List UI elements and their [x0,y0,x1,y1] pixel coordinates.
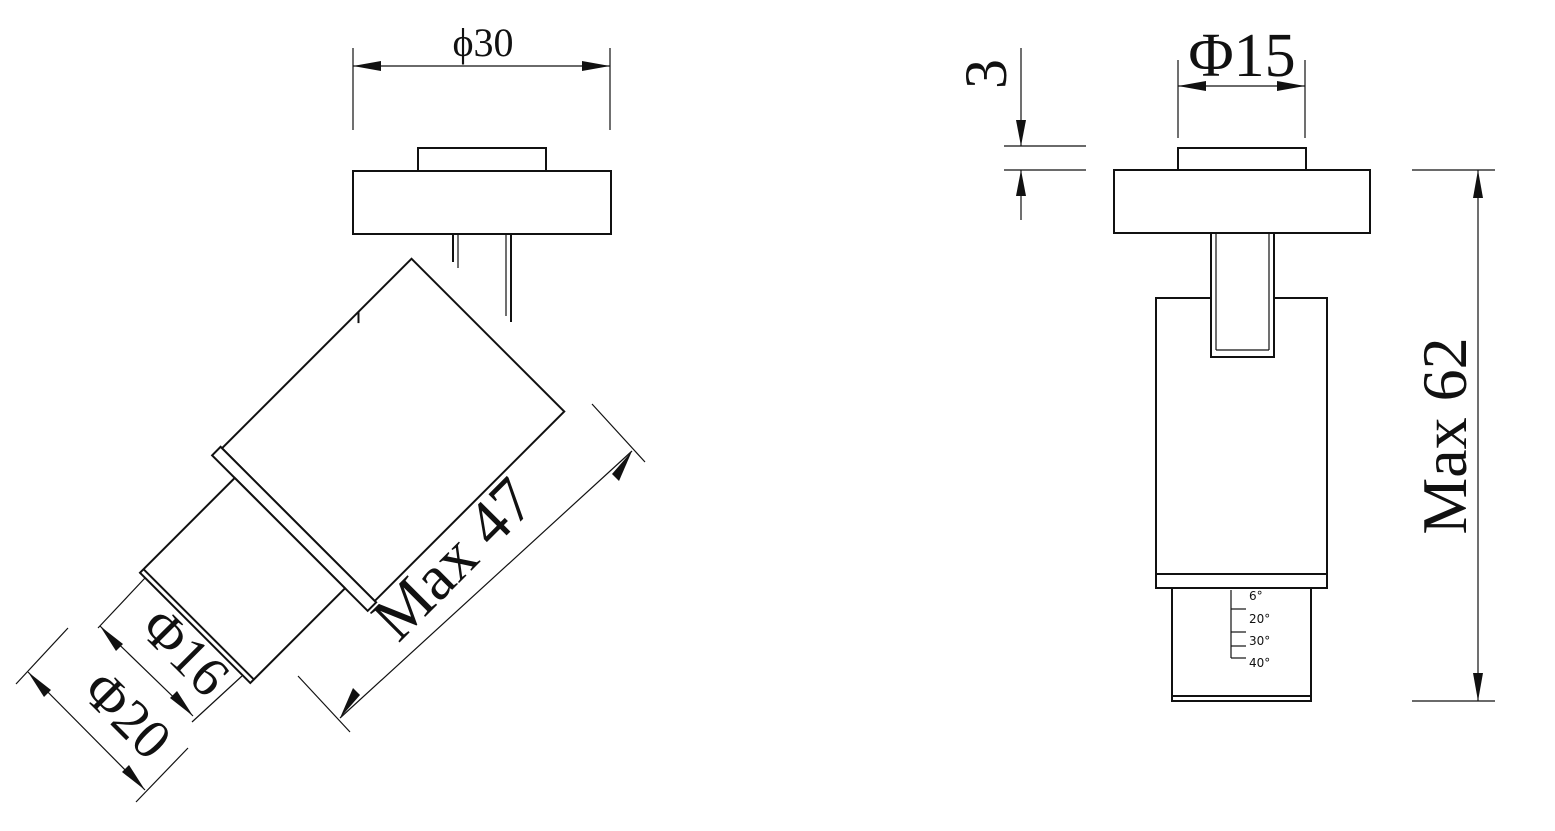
dim47-line [339,450,633,719]
dim20-arrow-a [28,672,51,697]
dim15-label: Φ15 [1188,22,1295,90]
beam-label-6: 6° [1249,589,1263,603]
dim20-ext-a [15,627,69,685]
dim62-arrow-bottom [1473,673,1483,701]
dim30-arrow-right [582,61,610,71]
side-luminaire [138,257,566,685]
dim62-arrow-top [1473,170,1483,198]
beam-label-40: 40° [1249,656,1270,670]
front-stem [1210,232,1275,358]
dim47-arrow-bottom [340,688,360,718]
side-view: ϕ30 Max 47 Φ16 Φ20 [15,20,646,803]
front-lens-tube [1171,587,1312,702]
front-mount-plate [1113,169,1371,234]
dim47-arrow-top [612,451,632,481]
dim3-arrow-bottom [1016,170,1026,196]
dim3-label: 3 [953,59,1019,89]
side-mount-plate [352,170,612,235]
dim47-ext-top [591,403,646,463]
dim3-arrow-top [1016,120,1026,146]
front-view: 6° 20° 30° 40° 3 Φ15 Max 62 [953,22,1495,702]
dim20-arrow-b [122,765,145,790]
dim16-arrow-b [170,691,193,716]
dim16-ext-a [97,577,146,629]
side-body-notch [357,311,360,324]
side-mount-cap [417,147,547,172]
dim30-label: ϕ30 [452,20,513,65]
dim15-arrow-right [1277,81,1305,91]
beam-label-30: 30° [1249,634,1270,648]
beam-label-20: 20° [1249,612,1270,626]
dim47-ext-bottom [297,675,351,733]
front-trim-ring [1155,573,1328,589]
side-lens-tube [138,476,347,685]
side-lens-edge [142,568,255,681]
dim16-arrow-a [100,626,123,651]
dim30-arrow-left [353,61,381,71]
dim16-ext-b [191,675,243,723]
dim15-arrow-left [1178,81,1206,91]
dim62-label: Max 62 [1409,337,1480,534]
front-mount-cap [1177,147,1307,171]
dim20-ext-b [135,747,189,803]
